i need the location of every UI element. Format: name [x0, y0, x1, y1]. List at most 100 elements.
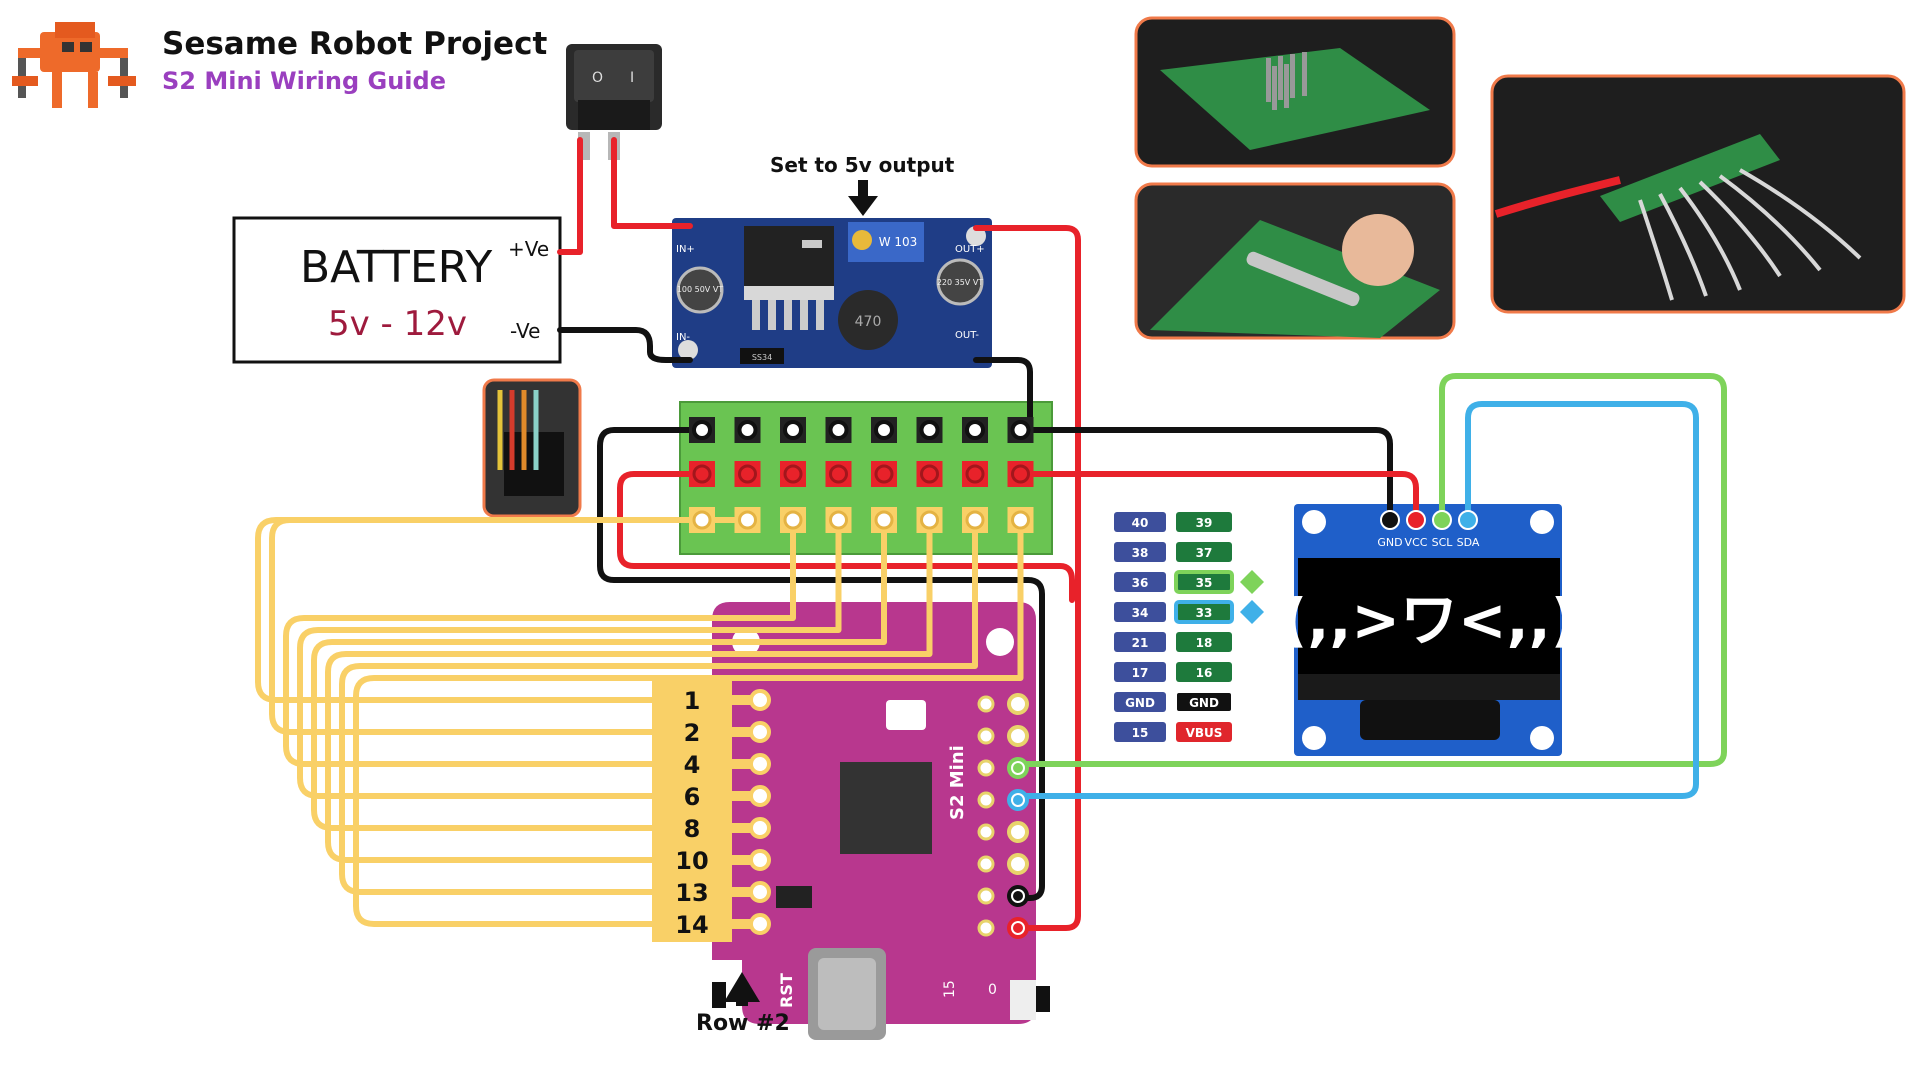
oled-display: (,,>ワ<,,) — [1281, 504, 1577, 756]
arrow-down-icon — [848, 180, 878, 216]
breakout-gnd-hole — [1010, 420, 1031, 440]
legend-left-label: 17 — [1132, 666, 1149, 680]
s2mini-label: S2 Mini — [947, 745, 968, 820]
wire-switch-to-buck-in — [611, 137, 693, 229]
legend-right-label: 35 — [1196, 576, 1213, 590]
breakout-vcc-hole — [1011, 464, 1030, 484]
battery-neg-label: -Ve — [510, 319, 540, 343]
battery-label: BATTERY — [300, 242, 492, 293]
breakout-signal-hole — [829, 510, 848, 530]
s2mini-right-pin — [1013, 827, 1023, 837]
wire-gnd-to-s2mini — [597, 427, 1045, 901]
buck-cap-right-label: 220 35V VT — [937, 278, 983, 287]
breakout-signal-hole — [874, 510, 894, 530]
wires — [255, 137, 1727, 931]
s2mini-inner-pin — [977, 919, 995, 937]
page-subtitle: S2 Mini Wiring Guide — [162, 67, 446, 95]
battery-voltage: 5v - 12v — [328, 304, 467, 344]
wire-vcc-loop — [617, 471, 1075, 603]
s2mini-inner-pin — [977, 855, 995, 873]
servo-pin-hole — [749, 881, 771, 903]
oled-pin-label: VCC — [1405, 536, 1428, 549]
s2mini-inner-pin — [977, 695, 995, 713]
servo-pin-hole — [749, 849, 771, 871]
wire-servo-1 — [255, 517, 763, 703]
legend-left-badge — [1114, 632, 1166, 652]
legend-left-label: 21 — [1132, 636, 1149, 650]
buck-pin-out-pos: OUT+ — [955, 244, 985, 255]
oled-pin-label: SDA — [1457, 536, 1480, 549]
battery-pos-label: +Ve — [508, 237, 549, 261]
buck-inductor-label: 470 — [855, 314, 882, 330]
legend-left-badge — [1114, 572, 1166, 592]
wire-buck-out-pos-to-vcc-row — [973, 225, 1081, 475]
oled-pin-sda — [1458, 510, 1478, 530]
breakout-pins — [689, 417, 1034, 533]
servo-pin-trace — [732, 919, 756, 929]
servo-pin-label: 10 — [675, 847, 708, 875]
servo-pin-label: 8 — [684, 815, 701, 843]
blue-diamond-icon — [1240, 600, 1264, 624]
legend-right-label: VBUS — [1186, 726, 1223, 740]
servo-pin-trace — [732, 855, 756, 865]
breakout-gnd-hole — [737, 420, 758, 440]
servo-pin-trace — [732, 727, 756, 737]
legend-right-badge — [1176, 512, 1232, 532]
s2mini-inner-pin — [977, 823, 995, 841]
legend-left-badge — [1114, 722, 1166, 742]
servo-pin-hole — [749, 785, 771, 807]
green-diamond-icon — [1240, 570, 1264, 594]
s2mini-right-pin — [1013, 699, 1023, 709]
switch-glyph-off: O — [592, 70, 603, 86]
breakout-signal-hole — [1011, 510, 1030, 530]
photo-breadboard-pins — [1134, 16, 1456, 168]
s2mini-right-pin — [1013, 763, 1023, 773]
s2mini-right-pin — [1013, 795, 1023, 805]
legend-right-badge — [1174, 570, 1234, 594]
wire-servo-2 — [269, 517, 763, 735]
oled-pin-gnd — [1380, 510, 1400, 530]
breakout-gnd-hole — [783, 420, 803, 440]
legend-right-label: 33 — [1196, 606, 1213, 620]
s2mini-right-pin — [1013, 891, 1023, 901]
switch-glyph-on: I — [630, 70, 634, 86]
legend-left-badge — [1114, 692, 1166, 712]
breakout-gnd-hole — [874, 420, 894, 440]
page-title: Sesame Robot Project — [162, 26, 547, 62]
oled-screen-text: (,,>ワ<,,) — [1281, 586, 1577, 654]
wire-servo-3 — [283, 517, 796, 767]
legend-left-badge — [1114, 662, 1166, 682]
servo-pin-hole — [749, 913, 771, 935]
legend-left-label: 38 — [1132, 546, 1149, 560]
wire-battery-neg-to-buck — [557, 327, 693, 363]
buck-diode-label: SS34 — [752, 353, 772, 362]
buck-note: Set to 5v output — [770, 153, 955, 177]
legend-right-label: 37 — [1196, 546, 1213, 560]
photo-soldered-bridge — [1134, 182, 1456, 340]
legend-left-label: 15 — [1132, 726, 1149, 740]
s2mini-right-pin — [1013, 731, 1023, 741]
wire-servo-8 — [353, 517, 1024, 927]
servo-pin-label: 4 — [684, 751, 701, 779]
breakout-vcc-hole — [738, 464, 757, 484]
oled-pin-vcc — [1406, 510, 1426, 530]
buck-converter: 100 50V VT 220 35V VT 470 W 103 SS34 IN+… — [672, 218, 992, 368]
legend-left-badge — [1114, 542, 1166, 562]
legend-left-label: 34 — [1132, 606, 1149, 620]
buck-pin-out-neg: OUT- — [955, 330, 979, 341]
servo-pin-trace — [732, 759, 756, 769]
wire-vcc-to-oled — [1027, 471, 1419, 523]
servo-pin-trace — [732, 695, 756, 705]
servo-pin-label: 13 — [675, 879, 708, 907]
servo-pin-trace — [732, 823, 756, 833]
oled-pin-label: GND — [1377, 536, 1402, 549]
breakout-gnd-hole — [828, 420, 849, 440]
s2mini-right-pin — [1013, 923, 1023, 933]
wire-servo-6 — [325, 517, 933, 863]
legend-right-label: 16 — [1196, 666, 1213, 680]
servo-pin-hole — [749, 721, 771, 743]
legend-left-badge — [1114, 602, 1166, 622]
legend-right-badge — [1174, 600, 1234, 624]
